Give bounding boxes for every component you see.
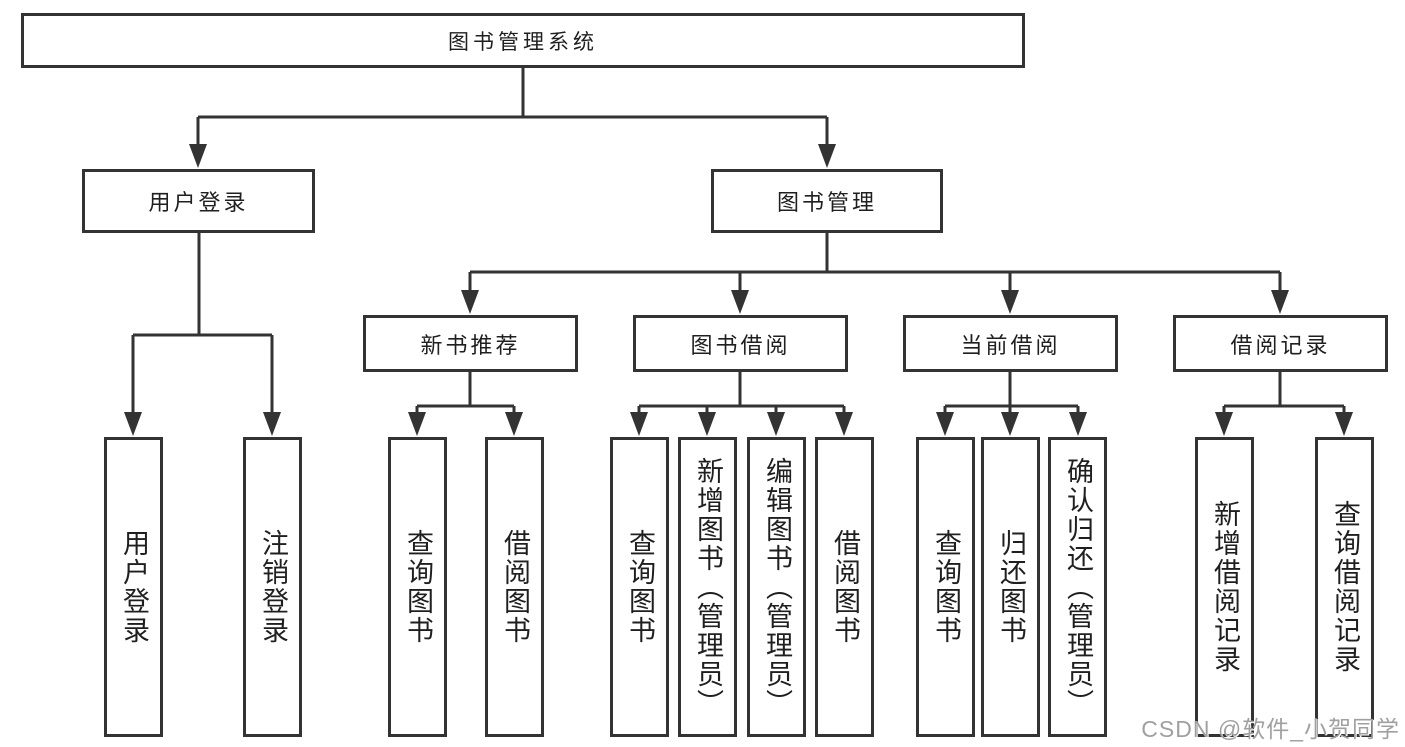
leaf-confirm-return-admin: 确认归还（管理员） [1048,437,1107,737]
leaf-user-login-label: 用户登录 [119,529,150,645]
watermark: CSDN @软件_小贺同学 [1141,716,1400,742]
leaf-query-books-current: 查询图书 [916,437,975,737]
node-borrowing-records: 借阅记录 [1173,315,1388,372]
leaf-borrow-books-borrowing: 借阅图书 [815,437,874,737]
leaf-query-books-current-label: 查询图书 [931,529,962,645]
node-current-borrowing: 当前借阅 [903,315,1118,372]
node-user-login: 用户登录 [82,169,315,233]
leaf-return-books-label: 归还图书 [996,529,1027,645]
leaf-borrow-books-recommend-label: 借阅图书 [500,529,531,645]
node-new-book-recommend: 新书推荐 [363,315,578,372]
leaf-add-books-admin-label: 新增图书（管理员） [693,456,724,718]
leaf-add-borrow-record: 新增借阅记录 [1195,437,1254,737]
leaf-add-borrow-record-label: 新增借阅记录 [1210,500,1241,674]
leaf-logout-label: 注销登录 [258,529,289,645]
node-root-label: 图书管理系统 [448,30,598,54]
node-book-borrowing-label: 图书借阅 [690,332,791,358]
node-current-borrowing-label: 当前借阅 [960,332,1061,358]
leaf-query-books-borrowing-label: 查询图书 [625,529,656,645]
node-new-book-recommend-label: 新书推荐 [420,332,521,358]
leaf-borrow-books-recommend: 借阅图书 [485,437,544,737]
arrowheads [124,144,1353,436]
node-book-borrowing: 图书借阅 [633,315,848,372]
leaf-user-login: 用户登录 [104,437,163,737]
leaf-query-borrow-record: 查询借阅记录 [1315,437,1374,737]
node-book-management-label: 图书管理 [776,190,877,215]
node-borrowing-records-label: 借阅记录 [1230,332,1331,358]
leaf-query-books-recommend-label: 查询图书 [403,529,434,645]
leaf-logout: 注销登录 [243,437,302,737]
leaf-return-books: 归还图书 [981,437,1040,737]
leaf-query-books-recommend: 查询图书 [388,437,447,737]
leaf-query-books-borrowing: 查询图书 [610,437,669,737]
leaf-edit-books-admin: 编辑图书（管理员） [747,437,806,737]
leaf-edit-books-admin-label: 编辑图书（管理员） [762,456,793,718]
leaf-query-borrow-record-label: 查询借阅记录 [1330,500,1361,674]
node-user-login-label: 用户登录 [148,190,249,215]
leaf-add-books-admin: 新增图书（管理员） [678,437,737,737]
leaf-confirm-return-admin-label: 确认归还（管理员） [1063,456,1094,718]
leaf-borrow-books-borrowing-label: 借阅图书 [830,529,861,645]
node-book-management: 图书管理 [711,169,943,233]
node-root: 图书管理系统 [21,13,1025,68]
